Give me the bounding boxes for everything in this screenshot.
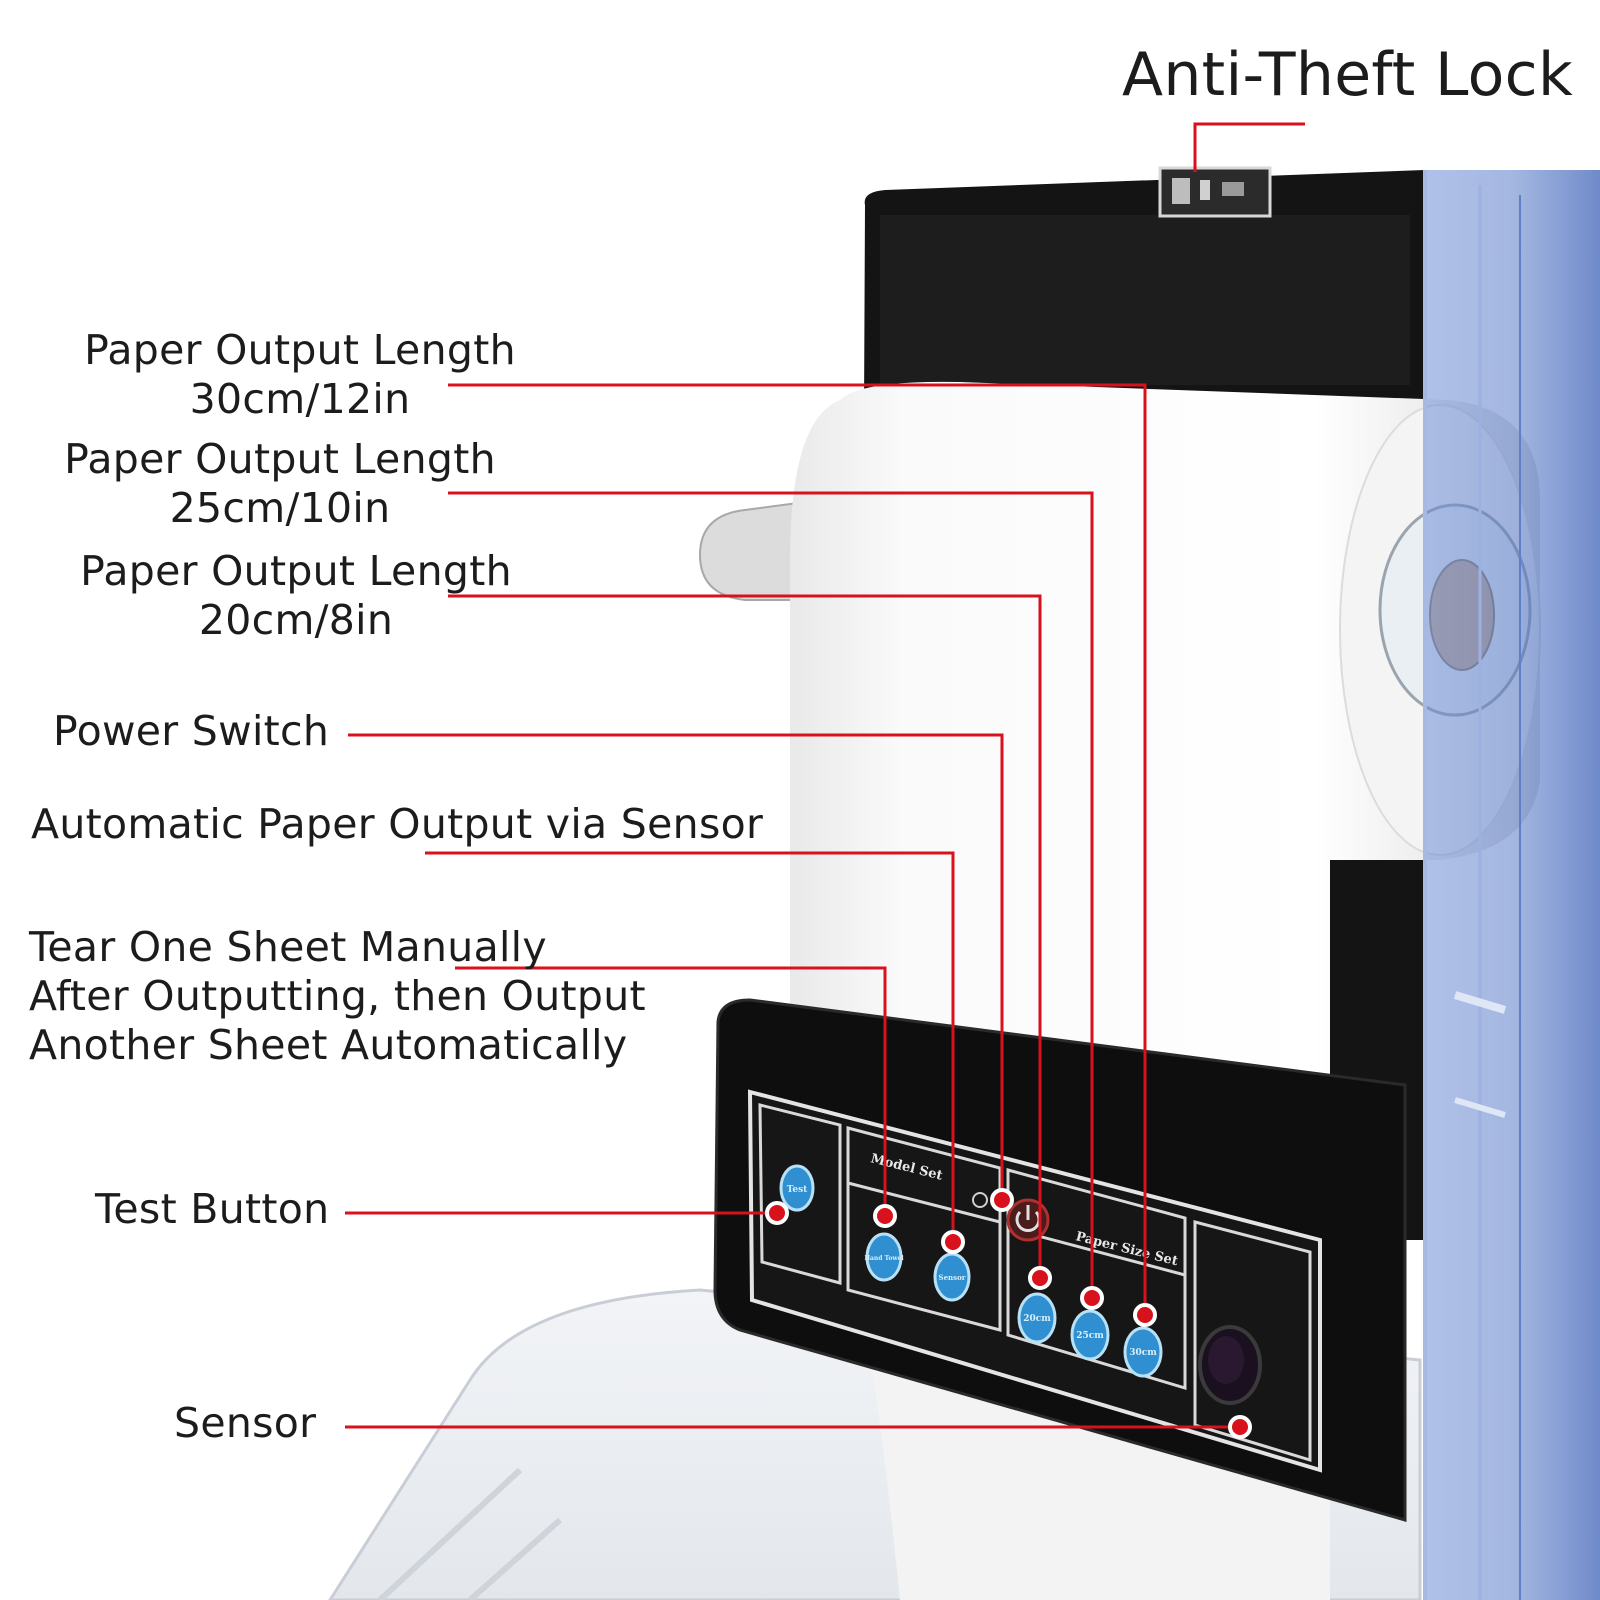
leader-length-25 [448,491,1094,1298]
leader-length-30 [448,383,1147,1315]
sensor-mode-button[interactable]: Sensor [933,1252,971,1302]
size-30-button[interactable]: 30cm [1123,1326,1163,1378]
callout-length-20: Paper Output Length 20cm/8in [76,547,516,645]
size-20-button-label: 20cm [1023,1314,1051,1324]
callout-tear-sheet-line2: After Outputting, then Output [29,972,646,1020]
callout-length-20-line1: Paper Output Length [80,547,512,595]
leader-power-switch [348,733,1004,1200]
leader-tear-sheet [455,966,887,1216]
callout-length-25-line1: Paper Output Length [64,435,496,483]
callout-tear-sheet-line1: Tear One Sheet Manually [29,923,547,971]
size-25-button[interactable]: 25cm [1070,1309,1110,1361]
callout-length-25-line2: 25cm/10in [169,484,391,532]
callout-length-30-line1: Paper Output Length [84,326,516,374]
size-25-button-label: 25cm [1076,1331,1104,1341]
test-button-label: Test [787,1185,808,1195]
sensor-window [1198,1325,1262,1405]
callout-length-30-line2: 30cm/12in [189,375,411,423]
size-30-button-label: 30cm [1129,1348,1157,1358]
size-set-section [1006,1168,1187,1391]
callout-sensor: Sensor [174,1399,317,1447]
leader-length-20 [448,594,1042,1278]
leader-markers [765,1188,1252,1439]
callout-length-30: Paper Output Length 30cm/12in [80,326,520,424]
callout-tear-sheet-line3: Another Sheet Automatically [29,1021,628,1069]
model-set-section [846,1126,1002,1332]
callout-length-25: Paper Output Length 25cm/10in [60,435,500,533]
callout-auto-sensor: Automatic Paper Output via Sensor [31,800,764,848]
callout-power-switch: Power Switch [53,707,330,755]
hand-towel-button-label: Hand Towel [864,1255,904,1262]
transparent-front-cover [1423,170,1600,1600]
sensor-mode-button-label: Sensor [939,1273,966,1282]
callout-tear-sheet: Tear One Sheet Manually After Outputting… [29,923,646,1070]
sensor-section [1193,1220,1312,1463]
callout-anti-theft-lock: Anti-Theft Lock [1122,40,1573,110]
callout-test-button: Test Button [95,1185,330,1233]
size-20-button[interactable]: 20cm [1017,1292,1057,1344]
housing-inner-shadow [880,215,1410,385]
leader-auto-sensor [425,851,955,1242]
test-section [758,1103,842,1285]
lock-icon [1158,166,1272,218]
leader-lines [345,122,1305,1429]
callout-length-20-line2: 20cm/8in [198,596,394,644]
leader-anti-theft-lock [1193,122,1305,172]
test-button[interactable]: Test [779,1164,815,1212]
hand-towel-button[interactable]: Hand Towel [864,1232,904,1282]
tray-ridge [377,1467,562,1600]
